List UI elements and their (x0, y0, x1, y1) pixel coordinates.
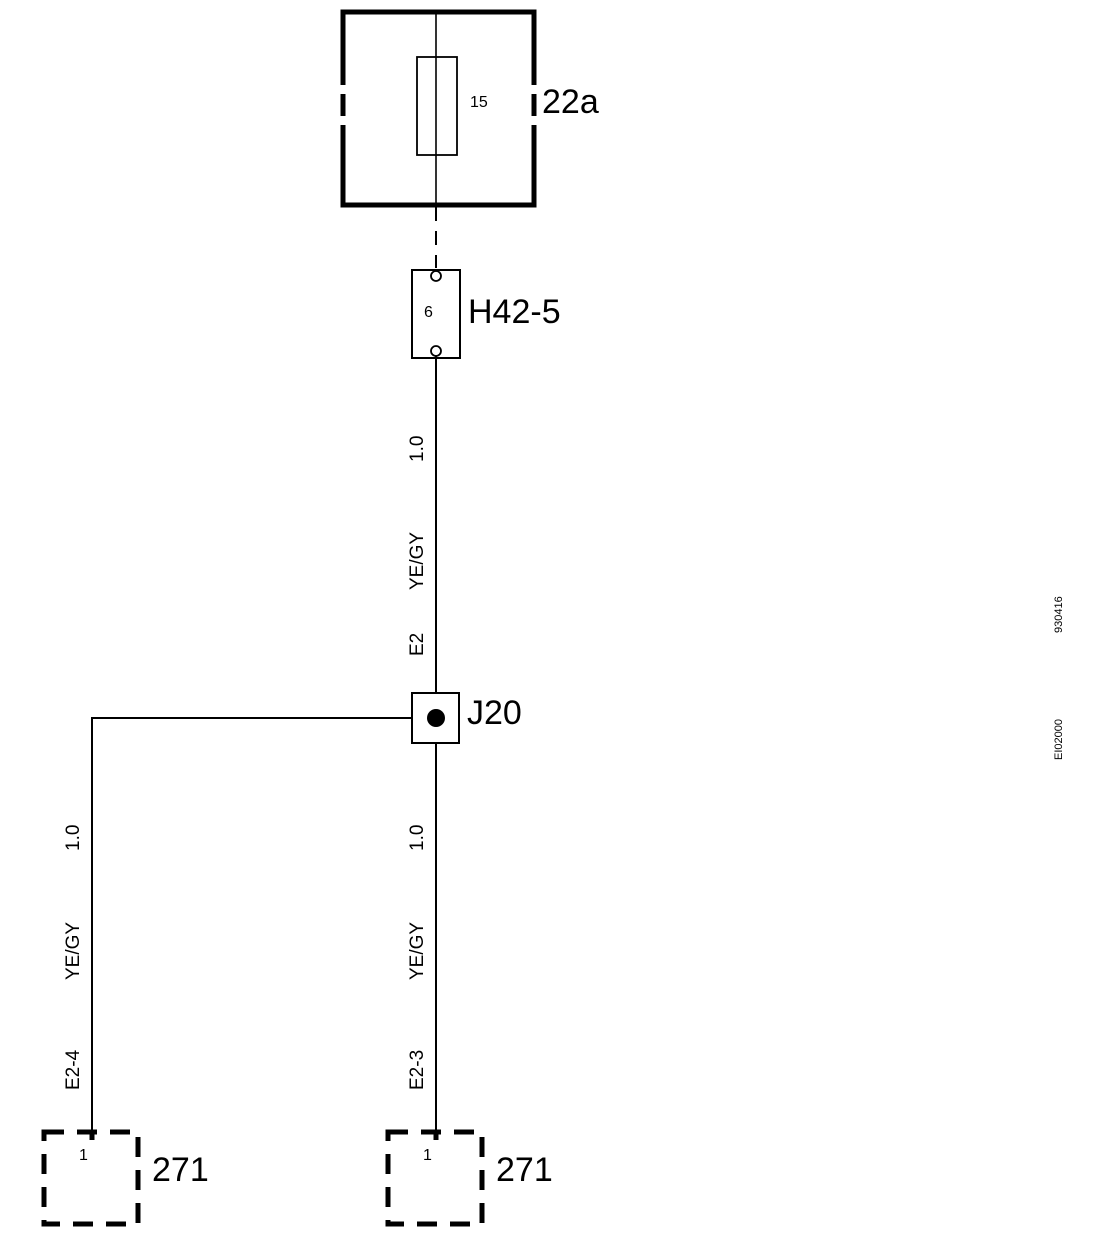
left-wire-size: 1.0 (63, 825, 84, 851)
connector-pin-label: 6 (424, 304, 433, 321)
component-271-left (41, 1129, 141, 1227)
left-branch-wire (91, 717, 412, 1132)
connector-terminal-top (430, 270, 442, 282)
component-right-label: 271 (496, 1151, 553, 1189)
right-wire-size: 1.0 (407, 825, 428, 851)
connector-h42 (411, 269, 461, 359)
component-271-right (385, 1129, 485, 1227)
connector-label: H42-5 (468, 293, 561, 331)
main-wire-circuit: E2 (407, 633, 428, 656)
connector-terminal-bottom (430, 345, 442, 357)
left-wire-color: YE/GY (63, 922, 84, 980)
fuse-element (416, 56, 458, 156)
main-wire-size: 1.0 (407, 436, 428, 462)
component-left-label: 271 (152, 1151, 209, 1189)
component-left-pin: 1 (79, 1147, 88, 1164)
component-right-pin: 1 (423, 1147, 432, 1164)
margin-code-id: EI02000 (1053, 719, 1065, 760)
fuse-box (340, 9, 537, 208)
margin-code-date: 930416 (1053, 596, 1065, 633)
fuse-box-label: 22a (542, 83, 599, 121)
right-wire-circuit: E2-3 (407, 1050, 428, 1090)
right-wire-color: YE/GY (407, 922, 428, 980)
main-wire-color: YE/GY (407, 532, 428, 590)
splice-dot (427, 709, 445, 727)
splice-label: J20 (467, 694, 522, 732)
fuse-number-label: 15 (470, 94, 488, 111)
left-wire-circuit: E2-4 (63, 1049, 84, 1090)
